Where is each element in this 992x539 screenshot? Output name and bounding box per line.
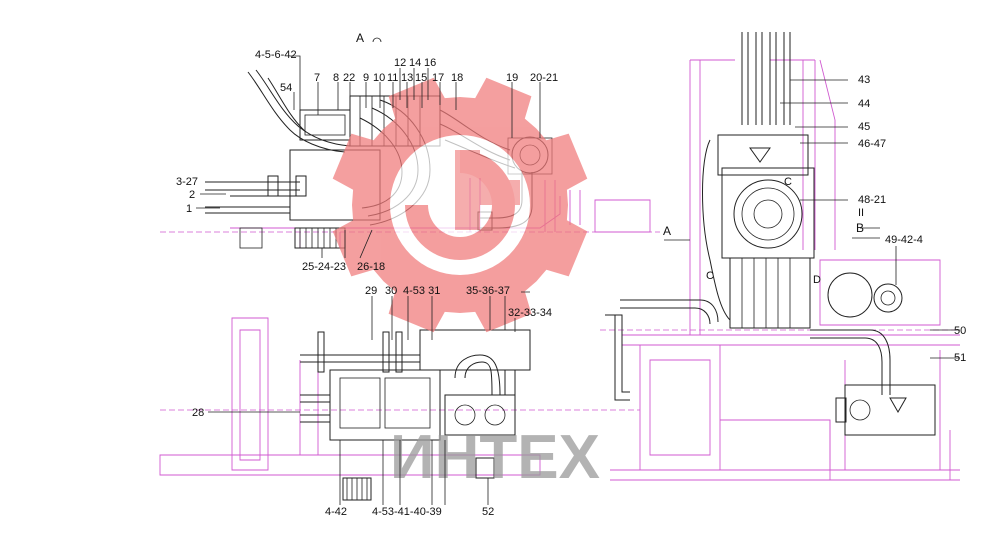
callout-4-53-31: 4-53 31 [403,285,440,297]
callout-50: 50 [954,325,966,337]
callout-10: 10 [373,72,385,84]
callout-54: 54 [280,82,292,94]
part-callouts: A 4-5-6-42 54 7 8 22 9 10 11 13 15 12 14… [176,31,966,518]
leader-lines [196,55,960,505]
callout-49-42-4: 49-42-4 [885,234,923,246]
callout-29: 29 [365,285,377,297]
callout-ii: II [858,207,864,219]
callout-15: 15 [415,72,427,84]
callout-18-top: 18 [451,72,463,84]
callout-35-36-37: 35-36-37 [466,285,510,297]
callout-17: 17 [432,72,444,84]
callout-d: D [813,274,821,286]
callout-11: 11 [387,72,398,84]
callout-48-21: 48-21 [858,194,886,206]
callout-43: 43 [858,74,870,86]
callout-1: 1 [186,203,192,215]
callout-14: 14 [409,57,421,69]
callout-25-24-23: 25-24-23 [302,261,346,273]
callout-9: 9 [363,72,369,84]
callout-20-21: 20-21 [530,72,558,84]
callout-2: 2 [189,189,195,201]
callout-3-27: 3-27 [176,176,198,188]
callout-45: 45 [858,121,870,133]
view-label-b: B [856,221,864,235]
callout-51: 51 [954,352,966,364]
view-label-a-top: A [356,31,364,45]
view-arc-marker [372,37,382,43]
view-label-a-right: A [663,224,671,238]
watermark-text: ИНТЕХ [390,423,600,492]
callout-16: 16 [424,57,436,69]
callout-52: 52 [482,506,494,518]
callout-30: 30 [385,285,397,297]
callout-28: 28 [192,407,204,419]
callout-22: 22 [343,72,355,84]
callout-13: 13 [401,72,413,84]
callout-4-53-41-40-39: 4-53-41-40-39 [372,506,442,518]
callout-19: 19 [506,72,518,84]
callout-c-mid: C [706,270,714,282]
lower-left-pump-assembly [300,329,531,501]
watermark-gear-logo [332,77,588,333]
callout-12: 12 [394,57,406,69]
callout-32-33-34: 32-33-34 [508,307,552,319]
callout-4-42: 4-42 [325,506,347,518]
callout-46-47: 46-47 [858,138,886,150]
callout-26-18: 26-18 [357,261,385,273]
callout-4-5-6-42: 4-5-6-42 [255,49,297,61]
callout-7: 7 [314,72,320,84]
callout-8: 8 [333,72,339,84]
callout-c-top: C [784,176,792,188]
callout-44: 44 [858,98,870,110]
right-view-assembly [605,32,936,436]
